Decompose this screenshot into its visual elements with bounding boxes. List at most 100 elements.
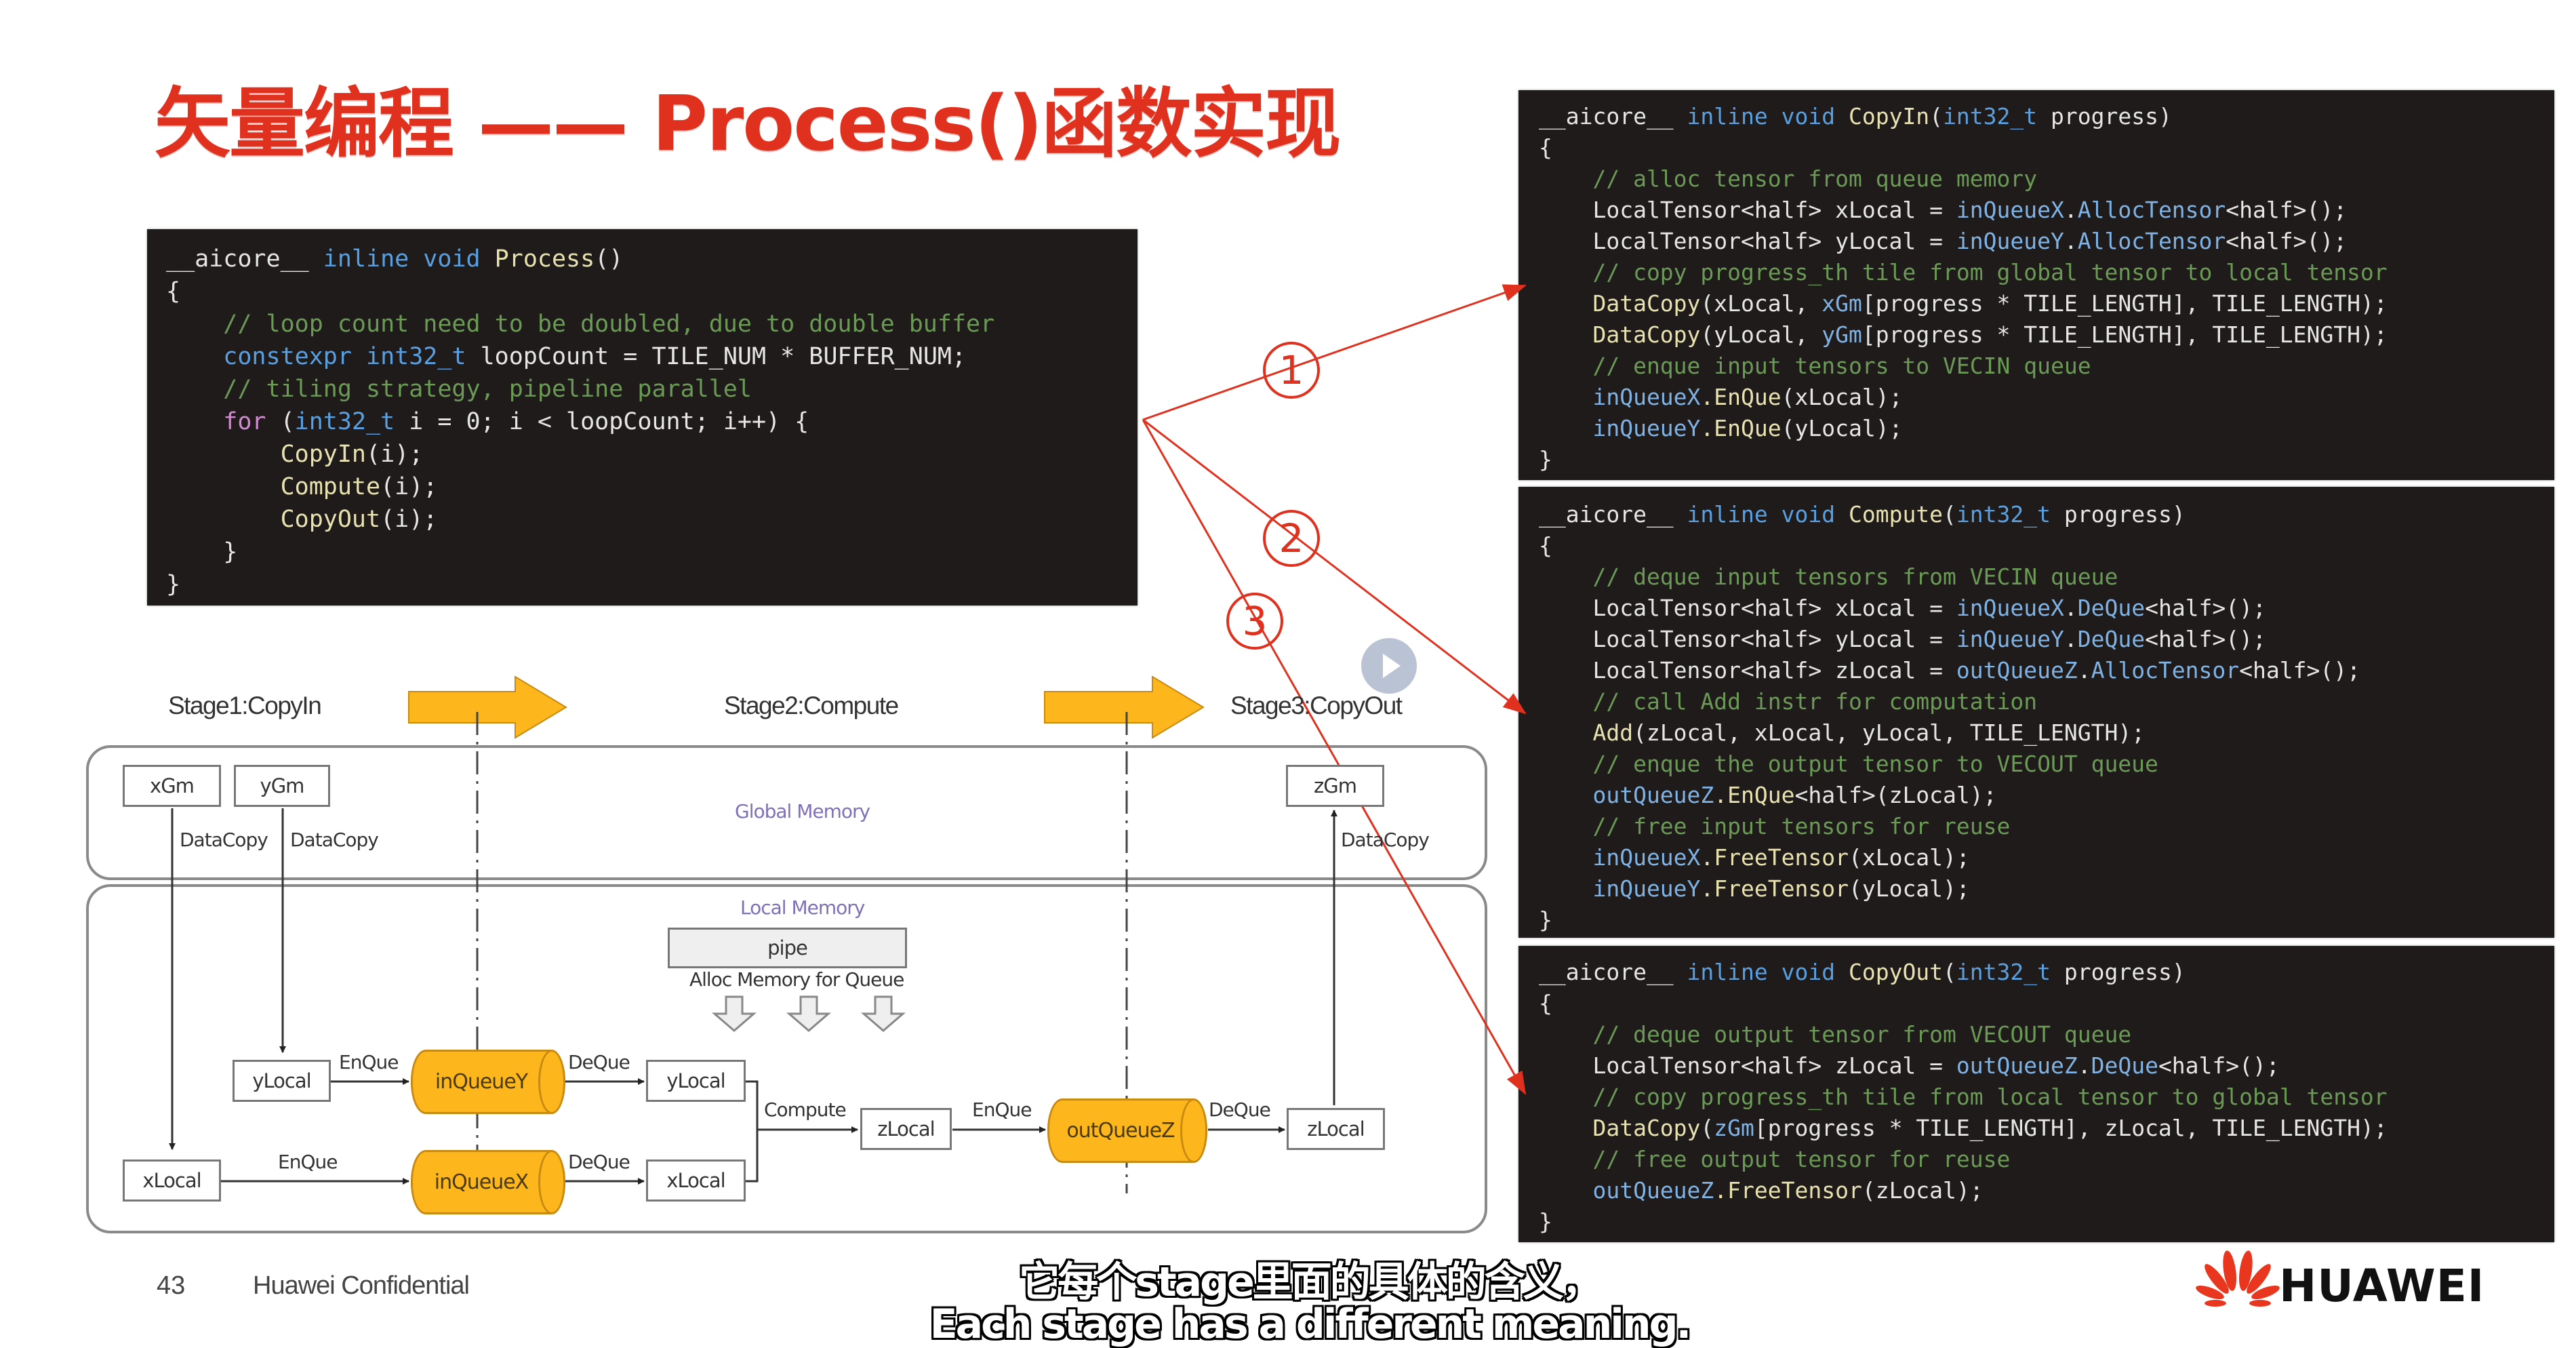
code-token: inQueueY xyxy=(1956,626,2064,652)
process-code-panel: __aicore__ inline void Process(){ // loo… xyxy=(147,229,1138,606)
huawei-logo-icon xyxy=(2196,1250,2280,1307)
code-token: __aicore__ xyxy=(1539,501,1687,528)
code-token: DeQue xyxy=(2091,1052,2158,1079)
slide-title: 矢量编程 —— Process()函数实现 xyxy=(155,80,1341,168)
code-token: (yLocal, xyxy=(1700,321,1822,348)
local-memory-label: Local Memory xyxy=(740,896,865,919)
code-token: inline void xyxy=(1687,959,1849,985)
code-token: [progress * TILE_LENGTH], zLocal, TILE_L… xyxy=(1754,1115,2388,1141)
code-token: } xyxy=(1539,907,1552,933)
code-line: } xyxy=(1539,905,2554,936)
code-token: // free input tensors for reuse xyxy=(1539,813,2011,839)
node-zgm: zGm xyxy=(1286,765,1384,807)
code-token: inQueueX xyxy=(1539,384,1701,410)
node-ygm: yGm xyxy=(234,765,330,807)
code-token: for xyxy=(166,408,281,435)
stage-label-compute: Stage2:Compute xyxy=(724,692,899,719)
svg-text:2: 2 xyxy=(1279,515,1304,561)
code-token: } xyxy=(1539,1208,1552,1235)
copyout-code-panel: __aicore__ inline void CopyOut(int32_t p… xyxy=(1518,946,2554,1242)
code-token: [progress * TILE_LENGTH], TILE_LENGTH); xyxy=(1861,321,2388,348)
node-ylocal-compute: yLocal xyxy=(646,1060,746,1102)
code-token: __aicore__ xyxy=(1539,103,1687,130)
edge-label-datacopy-x: DataCopy xyxy=(180,829,268,851)
code-line: LocalTensor<half> zLocal = outQueueZ.DeQ… xyxy=(1539,1050,2554,1082)
code-token: .FreeTensor xyxy=(1700,844,1849,871)
alloc-arrows xyxy=(711,995,906,1032)
code-token: // tiling strategy, pipeline parallel xyxy=(166,376,752,403)
code-line: } xyxy=(1539,444,2554,475)
code-line: LocalTensor<half> xLocal = inQueueX.DeQu… xyxy=(1539,593,2554,624)
alloc-arrow-icon xyxy=(860,995,906,1032)
code-token: <half>(); xyxy=(2226,228,2348,254)
code-token: CopyIn xyxy=(166,441,367,468)
code-line: { xyxy=(1539,132,2554,163)
code-token: <half>(); xyxy=(2158,1052,2280,1079)
code-line: // deque input tensors from VECIN queue xyxy=(1539,561,2554,593)
code-token: int32_t xyxy=(1956,959,2064,985)
code-line: for (int32_t i = 0; i < loopCount; i++) … xyxy=(166,405,1138,438)
code-token: int32_t xyxy=(1943,103,2051,130)
code-token: __aicore__ xyxy=(1539,959,1687,985)
annotation-arrow-1 xyxy=(1142,284,1527,421)
code-token: // free output tensor for reuse xyxy=(1539,1146,2011,1172)
pipe-box: pipe xyxy=(668,928,907,968)
code-token: zGm xyxy=(1714,1115,1754,1141)
stage-arrow-2 xyxy=(1044,675,1205,739)
code-token: // call Add instr for computation xyxy=(1539,688,2038,715)
code-line: } xyxy=(166,568,1138,601)
edge-label-compute: Compute xyxy=(764,1098,847,1121)
code-token: // enque input tensors to VECIN queue xyxy=(1539,353,2091,379)
alloc-memory-label: Alloc Memory for Queue xyxy=(689,968,904,991)
code-token: DeQue xyxy=(2077,595,2146,621)
code-token: . xyxy=(2064,595,2078,621)
code-token: { xyxy=(1539,990,1552,1016)
code-token: constexpr xyxy=(166,343,367,370)
node-xgm: xGm xyxy=(123,765,221,807)
code-token: . xyxy=(2064,197,2078,223)
play-button[interactable] xyxy=(1361,638,1417,694)
code-token: { xyxy=(1539,134,1552,161)
edge-label-enque-y: EnQue xyxy=(339,1051,399,1073)
code-token: (i); xyxy=(366,441,424,468)
code-token: inQueueX xyxy=(1956,595,2064,621)
code-token: inQueueX xyxy=(1539,844,1701,871)
page-number: 43 xyxy=(157,1271,186,1300)
code-token: loopCount = TILE_NUM * BUFFER_NUM; xyxy=(480,343,967,370)
code-line: // copy progress_th tile from local tens… xyxy=(1539,1082,2554,1113)
compute-bracket xyxy=(746,1080,759,1183)
code-token: (xLocal); xyxy=(1848,844,1970,871)
code-token: (zLocal, xLocal, yLocal, TILE_LENGTH); xyxy=(1633,719,2146,746)
node-zlocal-compute: zLocal xyxy=(860,1108,952,1150)
node-xlocal-compute: xLocal xyxy=(646,1159,746,1202)
code-line: inQueueX.EnQue(xLocal); xyxy=(1539,382,2554,413)
code-token: .EnQue xyxy=(1714,782,1795,808)
code-token: Add xyxy=(1539,719,1634,746)
stage-arrow-1 xyxy=(408,675,567,739)
code-token: DataCopy xyxy=(1539,321,1701,348)
svg-text:1: 1 xyxy=(1279,347,1304,393)
code-token: [progress * TILE_LENGTH], TILE_LENGTH); xyxy=(1861,290,2388,317)
local-memory-frame xyxy=(86,884,1487,1233)
step-badge-1: 1 xyxy=(1263,342,1320,399)
code-line: DataCopy(xLocal, xGm[progress * TILE_LEN… xyxy=(1539,288,2554,319)
code-token: . xyxy=(2077,657,2091,683)
code-token: DeQue xyxy=(2077,626,2146,652)
code-line: LocalTensor<half> yLocal = inQueueY.Allo… xyxy=(1539,226,2554,257)
code-token: ( xyxy=(1943,501,1956,528)
code-line: { xyxy=(1539,988,2554,1019)
code-token: <half>(zLocal); xyxy=(1794,782,1997,808)
code-line: // enque input tensors to VECIN queue xyxy=(1539,351,2554,382)
step-badge-3: 3 xyxy=(1226,593,1283,650)
code-line: LocalTensor<half> yLocal = inQueueY.DeQu… xyxy=(1539,624,2554,655)
queue-inqueuey: inQueueY xyxy=(411,1050,565,1114)
global-memory-frame xyxy=(86,745,1487,880)
code-token: LocalTensor<half> yLocal = xyxy=(1539,626,1956,652)
global-memory-label: Global Memory xyxy=(735,800,870,822)
code-token: (xLocal, xyxy=(1700,290,1822,317)
copyin-code-panel: __aicore__ inline void CopyIn(int32_t pr… xyxy=(1518,90,2554,480)
edge-label-enque-z: EnQue xyxy=(972,1098,1032,1121)
queue-label: inQueueY xyxy=(435,1070,528,1094)
code-token: yGm xyxy=(1822,321,1862,348)
